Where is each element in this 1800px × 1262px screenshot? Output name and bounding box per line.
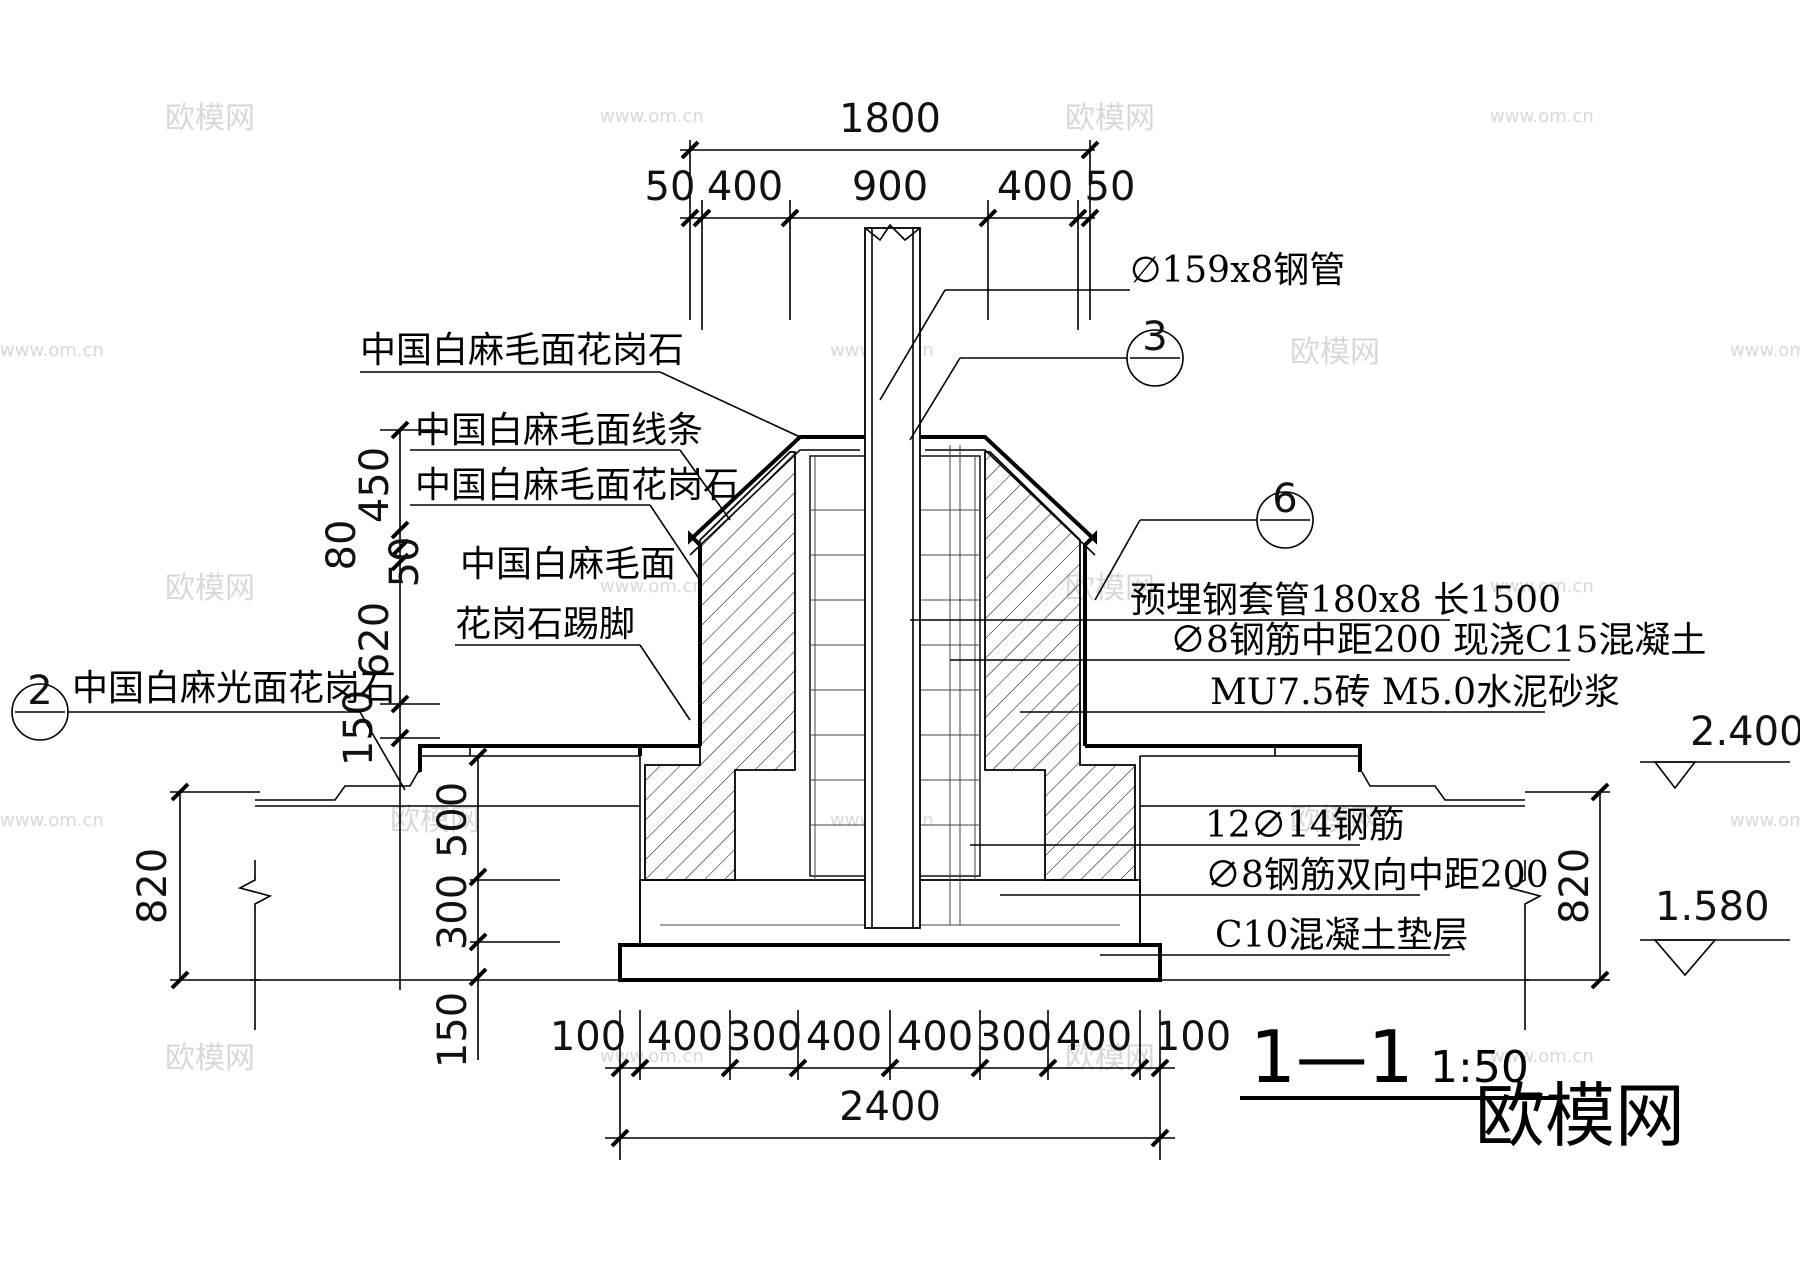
watermark-url: www.om.cn — [600, 106, 704, 127]
watermark-logo: 欧模网 — [165, 571, 255, 606]
left-vertical-dimensions: 450 80 50 620 150 500 300 150 — [319, 420, 560, 1068]
dim-bottom-part: 100 — [550, 1014, 626, 1060]
dim-bottom-part: 300 — [976, 1014, 1052, 1060]
watermark-url: www.om.cn — [0, 810, 104, 831]
top-dimensions: 1800 50 400 900 400 50 — [645, 96, 1136, 330]
dim-bottom-part: 400 — [897, 1014, 973, 1060]
watermark-url: www.om.cn — [1490, 106, 1594, 127]
label-granite-rough-top: 中国白麻毛面花岗石 — [360, 330, 684, 371]
label-steel-pipe: ∅159x8钢管 — [1130, 250, 1345, 291]
watermark-logo: 欧模网 — [165, 101, 255, 136]
label-granite-polished: 中国白麻光面花岗石 — [72, 668, 396, 709]
dim-top-part: 400 — [997, 164, 1073, 210]
section-title-block: 1—1 1:50 — [1240, 1015, 1560, 1100]
watermark-url: www.om.cn — [1490, 1046, 1594, 1067]
dim-vertical: 150 — [336, 690, 382, 766]
dim-total-top: 1800 — [839, 96, 941, 142]
label-granite-rough-mid: 中国白麻毛面花岗石 — [415, 465, 739, 506]
section-title-name: 1—1 — [1250, 1015, 1414, 1099]
watermark-logo: 欧模网 — [1065, 101, 1155, 136]
watermark-logo: 欧模网 — [1290, 803, 1380, 838]
dim-vertical: 80 — [319, 520, 365, 571]
dim-side-left: 820 — [130, 848, 176, 924]
dim-bottom-part: 400 — [1056, 1014, 1132, 1060]
dim-total-bottom: 2400 — [839, 1084, 941, 1130]
watermark-url: www.om.cn — [600, 576, 704, 597]
side-height-dimensions: 820 820 — [130, 782, 1610, 1030]
elevation-lower: 1.580 — [1655, 884, 1770, 930]
watermark-logo: 欧模网 — [165, 1041, 255, 1076]
core-grid — [660, 445, 1120, 926]
label-skirting-line2: 花岗石踢脚 — [455, 604, 635, 645]
watermark-url: www.om.cn — [1730, 810, 1800, 831]
dim-vertical: 620 — [352, 602, 398, 678]
label-granite-rough-line: 中国白麻毛面线条 — [415, 410, 703, 451]
label-skirting-line1: 中国白麻毛面 — [460, 544, 676, 585]
dim-top-part: 50 — [645, 164, 696, 210]
label-rebar-bidirectional: ∅8钢筋双向中距200 — [1205, 855, 1549, 896]
watermark-logo: 欧模网 — [1290, 335, 1380, 370]
label-cushion: C10混凝土垫层 — [1215, 915, 1468, 956]
watermark-logo: 欧模网 — [390, 803, 480, 838]
elevation-upper: 2.400 — [1690, 709, 1800, 755]
dim-bottom-part: 100 — [1155, 1014, 1231, 1060]
elevation-markers: 2.400 1.580 — [1640, 709, 1800, 977]
callout-2-number: 2 — [27, 668, 52, 714]
dim-vertical: 50 — [382, 537, 428, 588]
dim-vertical: 500 — [430, 782, 476, 858]
label-rebar-main: 12∅14钢筋 — [1205, 805, 1405, 846]
dim-bottom-part: 400 — [806, 1014, 882, 1060]
watermark-url: www.om.cn — [1490, 576, 1594, 597]
bottom-dimensions: 100 400 300 400 400 300 400 100 2400 — [550, 1010, 1231, 1160]
section-title-scale: 1:50 — [1430, 1042, 1529, 1093]
dim-top-part: 900 — [852, 164, 928, 210]
dim-bottom-part: 400 — [647, 1014, 723, 1060]
watermark-logo-large: 欧模网 — [1475, 1075, 1685, 1157]
callout-6-number: 6 — [1272, 476, 1297, 522]
dim-vertical: 300 — [430, 874, 476, 950]
dim-vertical: 450 — [352, 447, 398, 523]
annotations: ∅159x8钢管 3 中国白麻毛面花岗石 中国白麻毛面线条 中国白麻毛面花岗石 … — [11, 250, 1706, 956]
label-rebar-concrete: ∅8钢筋中距200 现浇C15混凝土 — [1170, 620, 1706, 661]
label-embedded-sleeve: 预埋钢套管180x8 长1500 — [1130, 580, 1561, 621]
watermark-url: www.om.cn — [1730, 340, 1800, 361]
watermark-url: www.om.cn — [0, 340, 104, 361]
dim-top-part: 400 — [707, 164, 783, 210]
dim-bottom-part: 300 — [726, 1014, 802, 1060]
label-brick-mortar: MU7.5砖 M5.0水泥砂浆 — [1210, 672, 1620, 713]
callout-3-number: 3 — [1142, 314, 1167, 360]
dim-side-right: 820 — [1552, 848, 1598, 924]
dim-top-part: 50 — [1085, 164, 1136, 210]
pier-section — [250, 223, 1530, 982]
dim-vertical: 150 — [430, 992, 476, 1068]
